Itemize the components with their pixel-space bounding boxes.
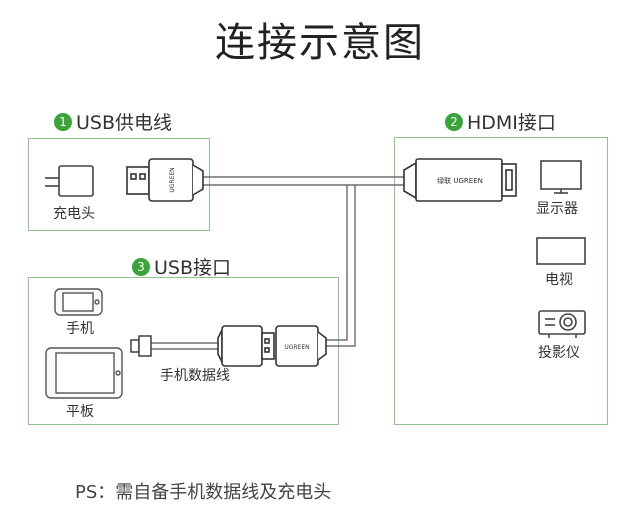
monitor-icon xyxy=(540,160,582,194)
phone-label: 手机 xyxy=(66,321,94,337)
usb-a-power-plug xyxy=(126,158,204,202)
display-label: 显示器 xyxy=(536,201,578,217)
hdmi-plug xyxy=(403,158,517,202)
projector-label: 投影仪 xyxy=(538,345,580,361)
section-title-usb-power-text: USB供电线 xyxy=(76,112,173,134)
number-badge-3: 3 xyxy=(132,257,150,276)
tablet-icon xyxy=(45,347,123,399)
hdmi-box xyxy=(394,137,608,425)
section-title-usb-text: USB接口 xyxy=(154,257,232,279)
data-cable-label: 手机数据线 xyxy=(160,368,230,384)
section-title-hdmi-text: HDMI接口 xyxy=(467,112,556,134)
micro-usb-plug xyxy=(130,335,152,357)
usb-a-data-plug xyxy=(217,325,275,367)
charger-icon xyxy=(45,165,94,197)
section-title-usb-power: 1 USB供电线 xyxy=(54,108,172,135)
phone-icon xyxy=(54,288,103,316)
charger-label: 充电头 xyxy=(53,206,95,222)
usb-a-power-brand: UGREEN xyxy=(169,167,176,192)
tablet-label: 平板 xyxy=(66,404,94,420)
tv-icon xyxy=(536,237,586,265)
usb-female-brand: UGREEN xyxy=(284,344,309,351)
projector-icon xyxy=(538,310,586,338)
number-badge-1: 1 xyxy=(54,112,72,131)
tv-label: 电视 xyxy=(545,272,573,288)
cable-lines xyxy=(150,176,405,350)
hdmi-plug-brand: 绿联 UGREEN xyxy=(437,176,483,185)
page-title: 连接示意图 xyxy=(215,20,425,66)
section-title-usb: 3 USB接口 xyxy=(132,253,231,280)
number-badge-2: 2 xyxy=(445,112,463,131)
footnote: PS：需自备手机数据线及充电头 xyxy=(75,482,332,503)
usb-box xyxy=(28,277,339,425)
section-title-hdmi: 2 HDMI接口 xyxy=(445,108,556,135)
usb-female-connector xyxy=(275,325,327,367)
